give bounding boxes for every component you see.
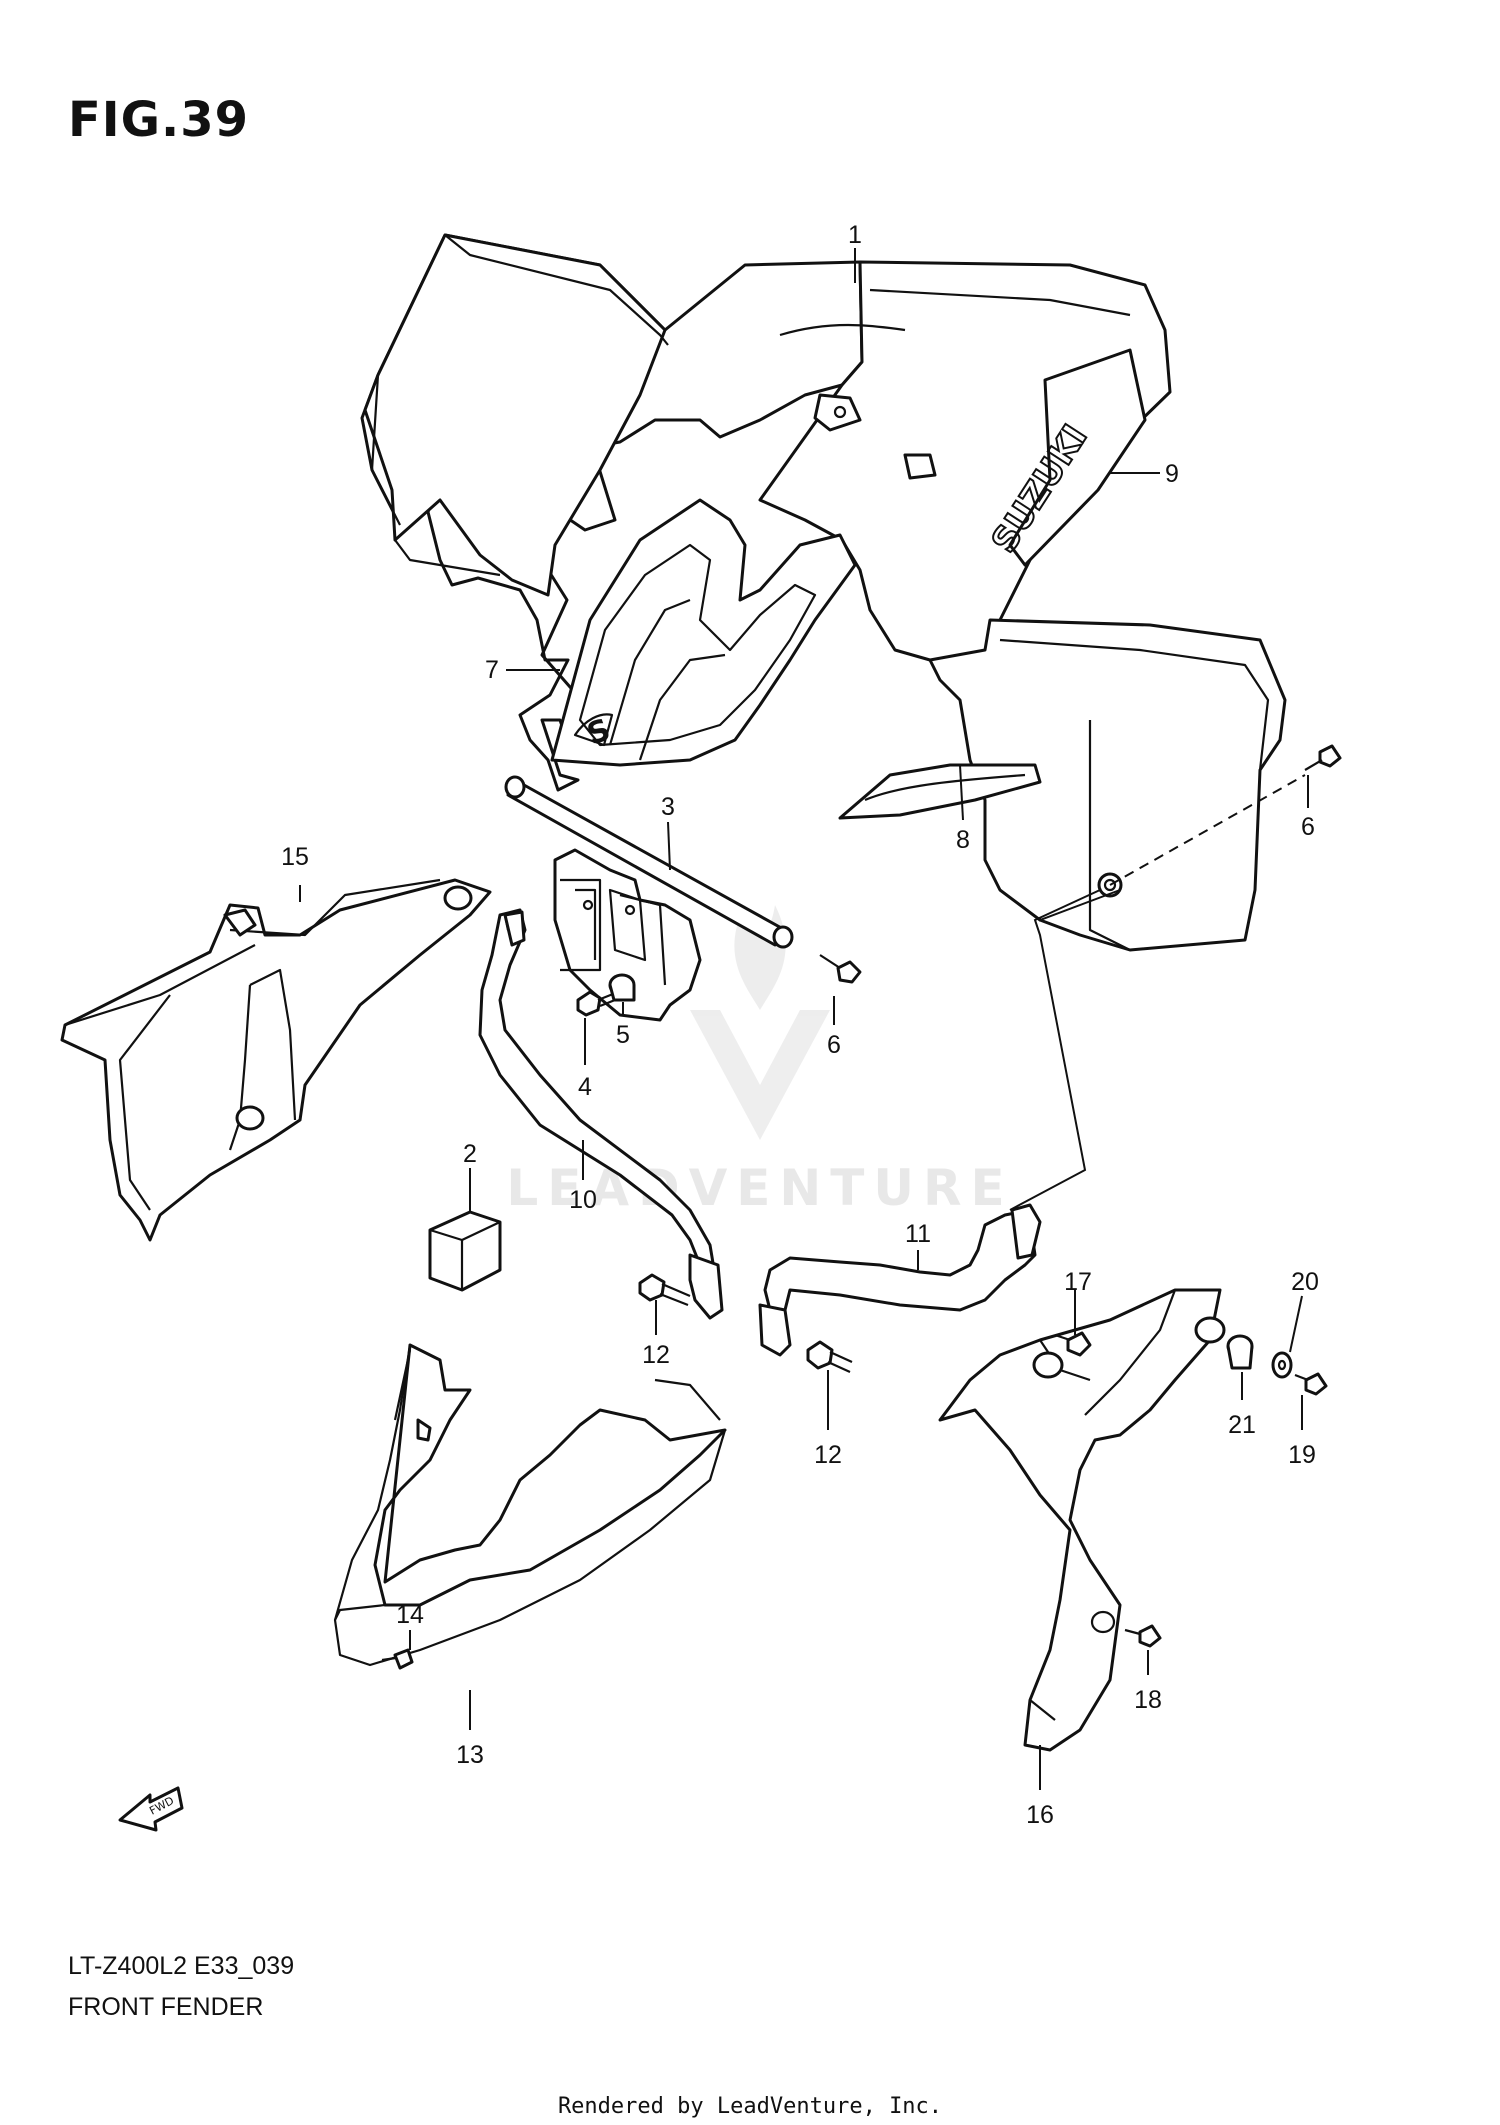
screw-6-right — [1304, 744, 1342, 771]
left-brace-10 — [478, 908, 724, 1320]
callout-12-right: 12 — [814, 1441, 842, 1469]
callout-18: 18 — [1134, 1686, 1162, 1714]
s-emblem-decal: S — [550, 498, 857, 767]
screw-14 — [381, 1648, 414, 1670]
callout-10: 10 — [569, 1186, 597, 1214]
screw-17 — [1054, 1331, 1092, 1357]
alignment-dashed-line — [1109, 774, 1306, 886]
screw-18 — [1124, 1624, 1162, 1648]
screw-19 — [1294, 1372, 1328, 1396]
front-fender-body — [360, 233, 1287, 952]
right-brace-11 — [758, 1203, 1042, 1357]
model-code: LT-Z400L2 E33_039 — [68, 1952, 295, 1980]
watermark-text: LEADVENTURE — [506, 1159, 1013, 1217]
callout-12-left: 12 — [642, 1341, 670, 1369]
callout-16: 16 — [1026, 1801, 1054, 1829]
right-side-cover-16 — [938, 1288, 1226, 1752]
callout-14: 14 — [396, 1601, 424, 1629]
collar-5 — [608, 973, 636, 1002]
screw-6-center — [819, 954, 862, 984]
callout-21: 21 — [1228, 1411, 1256, 1439]
callout-1: 1 — [848, 221, 862, 249]
callout-labels: 1 2 3 4 5 6 6 7 8 9 10 11 12 12 13 14 15… — [281, 221, 1319, 1829]
figure-caption: FRONT FENDER — [68, 1993, 264, 2021]
render-credit-footer: Rendered by LeadVenture, Inc. — [557, 2094, 943, 2119]
callout-7: 7 — [485, 656, 499, 684]
leadventure-watermark: LEADVENTURE — [506, 905, 1013, 1217]
callout-17: 17 — [1064, 1268, 1092, 1296]
forward-direction-arrow: FWD — [118, 1786, 184, 1832]
left-side-cover-15 — [60, 878, 492, 1242]
grommet-21 — [1226, 1334, 1254, 1370]
callout-19: 19 — [1288, 1441, 1316, 1469]
callout-20: 20 — [1291, 1268, 1319, 1296]
callout-9: 9 — [1165, 460, 1179, 488]
part-box-2 — [428, 1210, 502, 1292]
callout-13: 13 — [456, 1741, 484, 1769]
bolt-12-left — [638, 1273, 691, 1307]
callout-6-center: 6 — [827, 1031, 841, 1059]
callout-8: 8 — [956, 826, 970, 854]
callout-4: 4 — [578, 1073, 592, 1101]
center-mounting-bracket — [553, 848, 702, 1022]
brace-mount-leader — [1009, 889, 1101, 1211]
callout-6-right: 6 — [1301, 813, 1315, 841]
callout-15: 15 — [281, 843, 309, 871]
lower-front-guard-13 — [333, 1343, 727, 1667]
callout-2: 2 — [463, 1140, 477, 1168]
leader-lines — [299, 248, 1309, 1790]
side-stripe-decal — [838, 763, 1042, 820]
fender-stay-rod — [504, 775, 794, 949]
figure-title: FIG.39 — [68, 92, 250, 148]
callout-5: 5 — [616, 1021, 630, 1049]
callout-11: 11 — [905, 1220, 931, 1248]
callout-3: 3 — [661, 793, 675, 821]
washer-20 — [1271, 1351, 1293, 1379]
bolt-12-right — [806, 1340, 853, 1374]
